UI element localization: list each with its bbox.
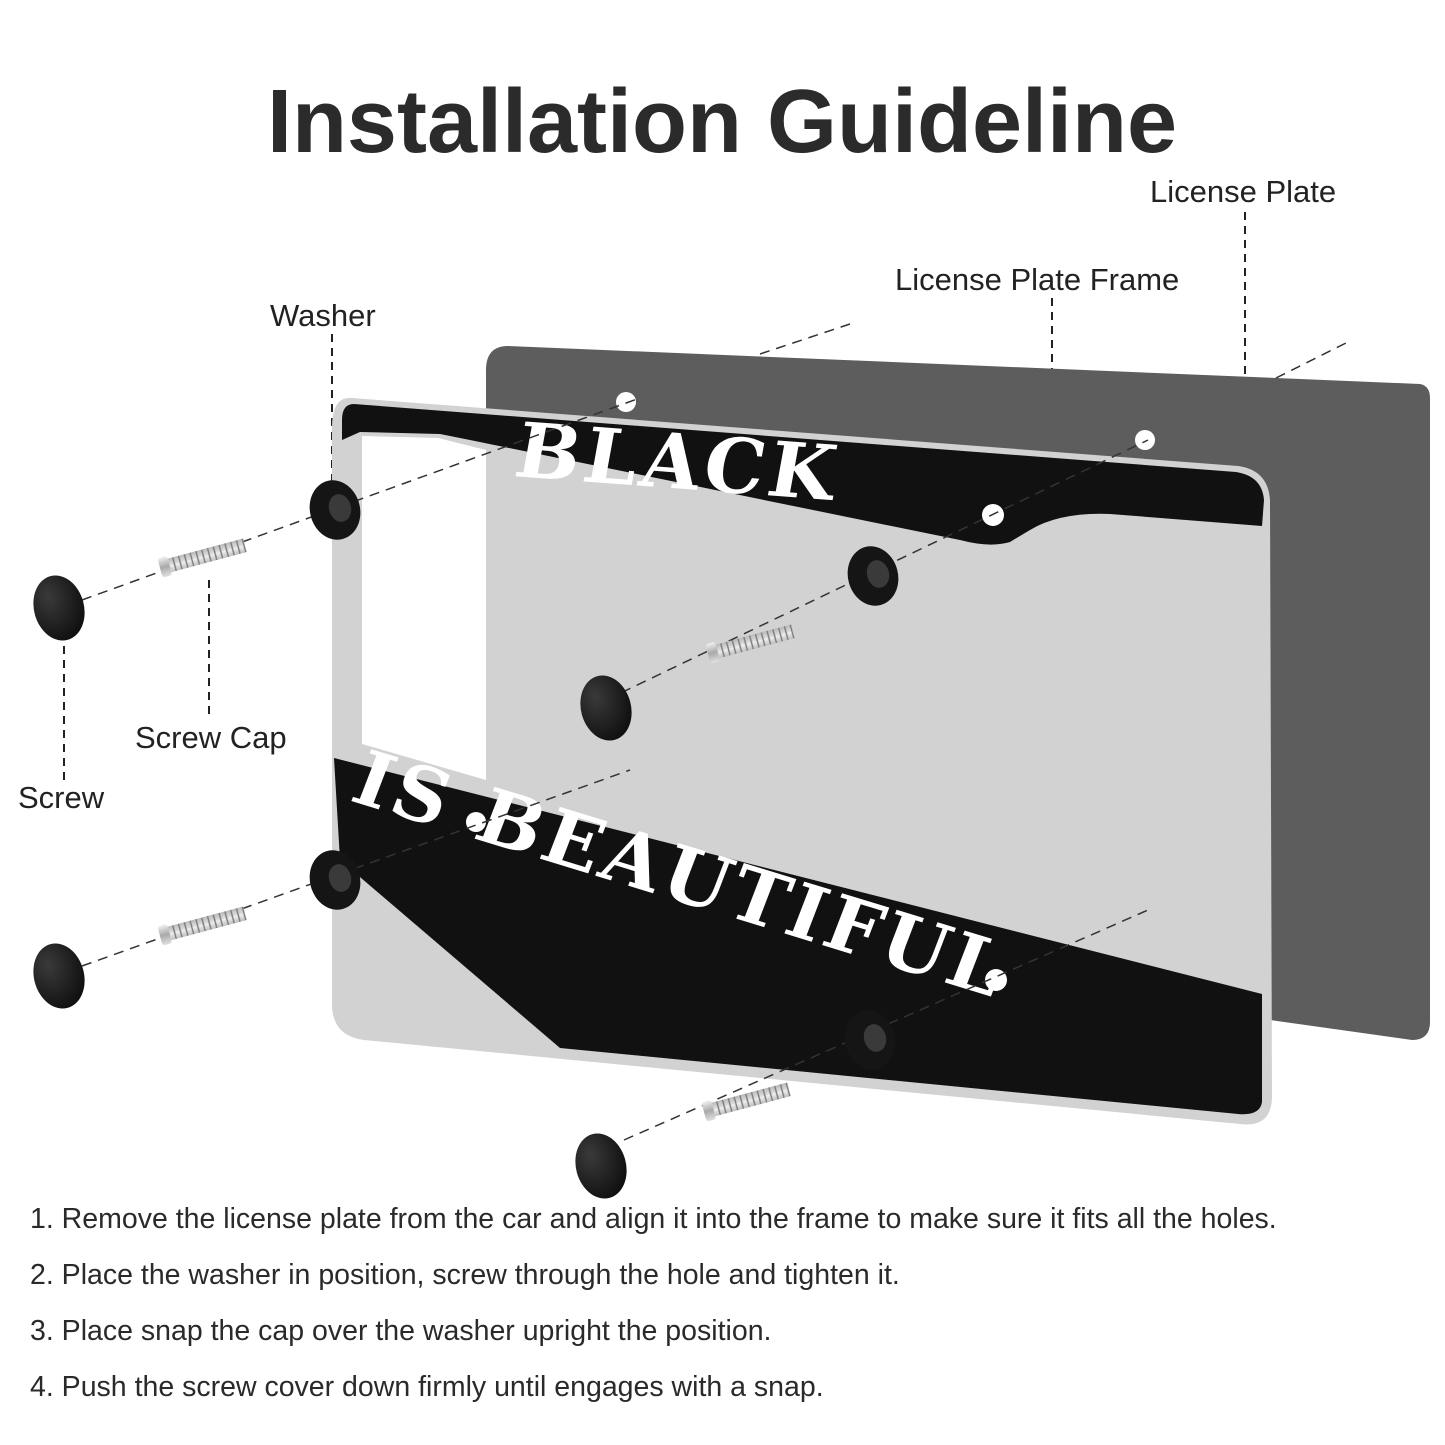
screw-cap-lower-right	[575, 1133, 627, 1199]
screw-cap-upper-right	[580, 675, 632, 741]
screw-lower-right	[702, 1082, 791, 1121]
guide-plate-top	[759, 323, 851, 355]
step-item: 4. Push the screw cover down firmly unti…	[30, 1371, 824, 1403]
frame-bottom-band	[334, 758, 1262, 1115]
guide-lower-right	[623, 909, 1149, 1141]
screw-upper-right	[706, 624, 795, 663]
washer-upper-left	[309, 480, 361, 540]
plate-hole-top-right	[1135, 430, 1155, 450]
washer-upper-right	[847, 546, 899, 606]
frame-window-left	[362, 436, 486, 780]
label-license-plate: License Plate	[1150, 174, 1336, 209]
installation-steps: 1. Remove the license plate from the car…	[30, 1195, 1430, 1419]
label-screw-cap: Screw Cap	[135, 720, 287, 755]
guide-upper-left	[81, 397, 641, 601]
plate-hole-top-left	[616, 392, 636, 412]
screw-cap-upper-left	[33, 575, 85, 641]
frame-top-band	[342, 404, 1264, 545]
guide-upper-right	[605, 439, 1149, 701]
label-screw: Screw	[18, 780, 105, 815]
page-title: Installation Guideline	[267, 72, 1177, 172]
guide-plate-right	[1275, 341, 1349, 379]
screw-cap-lower-left	[33, 943, 85, 1009]
screw-upper-left	[158, 538, 247, 577]
step-item: 1. Remove the license plate from the car…	[30, 1203, 1277, 1235]
step-item: 3. Place snap the cap over the washer up…	[30, 1315, 772, 1347]
washer-lower-left	[309, 850, 361, 910]
step-item: 2. Place the washer in position, screw t…	[30, 1259, 900, 1291]
label-license-plate-frame: License Plate Frame	[895, 262, 1179, 297]
label-washer: Washer	[270, 298, 376, 333]
washer-lower-right	[844, 1010, 896, 1070]
screw-lower-left	[158, 906, 247, 945]
